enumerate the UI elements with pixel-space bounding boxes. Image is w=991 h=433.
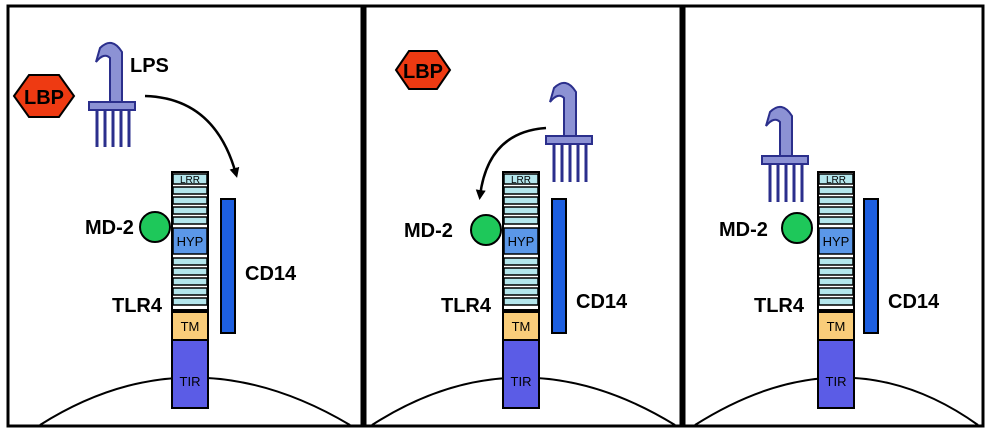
lps-molecule: LPS bbox=[88, 41, 169, 147]
lbp-label: LBP bbox=[403, 61, 443, 83]
lps-molecule bbox=[761, 105, 809, 202]
lrr-segment bbox=[503, 257, 539, 266]
lrr-segment bbox=[503, 297, 539, 306]
tir-label: TIR bbox=[180, 374, 201, 389]
cd14-bar bbox=[863, 198, 879, 334]
lrr-segment bbox=[503, 287, 539, 296]
lrr-segment bbox=[172, 186, 208, 195]
tir-label: TIR bbox=[826, 374, 847, 389]
hyp-segment bbox=[818, 227, 854, 255]
lps-molecule bbox=[545, 81, 593, 182]
binding-arrow bbox=[475, 126, 547, 200]
tlr4-label: TLR4 bbox=[754, 295, 805, 317]
lbp-shape bbox=[12, 74, 76, 118]
md2-label: MD-2 bbox=[85, 217, 134, 239]
tir-segment bbox=[502, 339, 540, 409]
lrr-segment bbox=[818, 186, 854, 195]
lps-core bbox=[761, 155, 809, 165]
md2-label: MD-2 bbox=[404, 220, 453, 242]
lrr-segment bbox=[818, 196, 854, 205]
tlr4-receptor: LRR HYP TM TIR bbox=[817, 171, 855, 409]
hyp-label: HYP bbox=[508, 234, 535, 249]
lrr-segment bbox=[503, 267, 539, 276]
hyp-segment bbox=[172, 227, 208, 255]
lps-core bbox=[88, 101, 136, 111]
lrr-segment bbox=[818, 287, 854, 296]
panel-1: LBP LPS LRR HYP bbox=[6, 4, 364, 428]
tlr4-receptor: LRR HYP TM TIR bbox=[171, 171, 209, 409]
md2-circle bbox=[470, 214, 502, 246]
cd14-label: CD14 bbox=[576, 291, 628, 313]
lrr-segment bbox=[172, 173, 208, 185]
panel-2: LBP LRR HYP bbox=[363, 4, 683, 428]
tlr4-label: TLR4 bbox=[112, 295, 163, 317]
lrr-segment bbox=[172, 196, 208, 205]
lrr-segment bbox=[818, 277, 854, 286]
tir-label: TIR bbox=[511, 374, 532, 389]
lrr-label: LRR bbox=[180, 175, 200, 186]
lrr-segment bbox=[172, 277, 208, 286]
tm-segment bbox=[502, 311, 540, 341]
cd14-label: CD14 bbox=[245, 263, 297, 285]
panel-3: LRR HYP TM TIR MD-2 TLR4 CD14 bbox=[682, 4, 985, 428]
lrr-segment bbox=[818, 267, 854, 276]
tm-label: TM bbox=[181, 319, 200, 334]
lrr-segment bbox=[818, 216, 854, 225]
lrr-segment bbox=[172, 267, 208, 276]
tm-segment bbox=[171, 311, 209, 341]
tm-label: TM bbox=[512, 319, 531, 334]
md2-circle bbox=[781, 212, 813, 244]
lps-label: LPS bbox=[130, 55, 169, 77]
lrr-segment bbox=[818, 297, 854, 306]
lrr-segment bbox=[503, 216, 539, 225]
lrr-segment bbox=[172, 216, 208, 225]
md2-circle bbox=[139, 211, 171, 243]
lrr-segment bbox=[503, 186, 539, 195]
lrr-segment bbox=[503, 173, 539, 185]
lps-lipid-tails bbox=[552, 144, 588, 182]
cd14-bar bbox=[220, 198, 236, 334]
cd14-label: CD14 bbox=[888, 291, 940, 313]
lps-lipid-tails bbox=[768, 164, 804, 202]
lrr-segment bbox=[818, 206, 854, 215]
hyp-segment bbox=[503, 227, 539, 255]
tlr4-receptor: LRR HYP TM TIR bbox=[502, 171, 540, 409]
lrr-label: LRR bbox=[511, 175, 531, 186]
lbp-hexagon: LBP bbox=[12, 74, 76, 118]
lbp-hexagon: LBP bbox=[394, 50, 452, 90]
tir-segment bbox=[171, 339, 209, 409]
tir-segment bbox=[817, 339, 855, 409]
lrr-segment bbox=[818, 173, 854, 185]
lrr-segment bbox=[172, 287, 208, 296]
lbp-shape bbox=[394, 50, 452, 90]
lbp-label: LBP bbox=[24, 87, 64, 109]
lrr-segment bbox=[172, 257, 208, 266]
lps-lipid-tails bbox=[95, 110, 131, 147]
cd14-bar bbox=[551, 198, 567, 334]
binding-arrow bbox=[144, 94, 240, 178]
lrr-segment bbox=[503, 206, 539, 215]
lrr-segment bbox=[503, 196, 539, 205]
hyp-label: HYP bbox=[823, 234, 850, 249]
lrr-segment bbox=[172, 206, 208, 215]
lrr-label: LRR bbox=[826, 175, 846, 186]
hyp-label: HYP bbox=[177, 234, 204, 249]
lps-core bbox=[545, 135, 593, 145]
tm-label: TM bbox=[827, 319, 846, 334]
lrr-segment bbox=[818, 257, 854, 266]
lrr-segment bbox=[172, 297, 208, 306]
lrr-segment bbox=[503, 277, 539, 286]
tlr4-label: TLR4 bbox=[441, 295, 492, 317]
md2-label: MD-2 bbox=[719, 219, 768, 241]
